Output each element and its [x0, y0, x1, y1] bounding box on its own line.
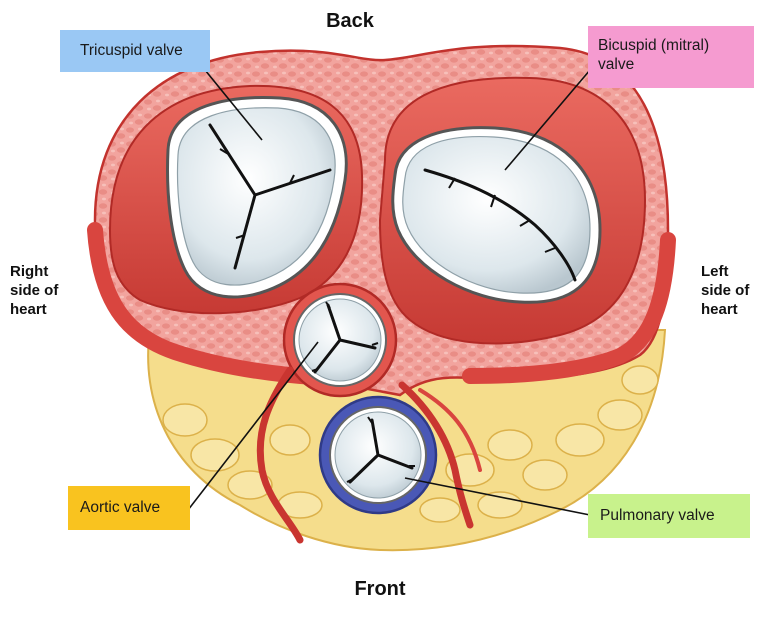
pulmonary-valve-label: Pulmonary valve — [588, 494, 750, 538]
pulmonary-valve-text: Pulmonary valve — [600, 507, 715, 524]
aortic-valve-text: Aortic valve — [80, 499, 161, 516]
right-side-line-3: heart — [10, 301, 47, 318]
right-side-of-heart-label: Right side of heart — [10, 262, 58, 319]
tricuspid-valve-text: Tricuspid valve — [80, 42, 183, 59]
aortic-valve-label: Aortic valve — [68, 486, 190, 530]
right-side-line-1: Right — [10, 263, 49, 280]
left-side-line-3: heart — [701, 301, 738, 318]
leader-lines — [187, 69, 591, 516]
pulmonary-valve — [318, 395, 438, 515]
pulmonary-leader — [404, 477, 591, 516]
left-side-of-heart-label: Left side of heart — [701, 262, 749, 319]
tricuspid-valve — [166, 96, 348, 299]
tricuspid-valve-label: Tricuspid valve — [60, 30, 210, 72]
tricuspid-leader — [204, 69, 263, 141]
bicuspid-valve — [391, 126, 602, 304]
bicuspid-valve-label: Bicuspid (mitral) valve — [588, 26, 754, 88]
bicuspid-valve-text-line-2: valve — [598, 56, 635, 73]
back-label: Back — [326, 10, 374, 32]
right-side-line-2: side of — [10, 282, 59, 299]
aortic-leader — [187, 341, 319, 511]
coronary-vessels — [256, 366, 482, 544]
aortic-valve — [282, 282, 398, 398]
bicuspid-leader — [504, 69, 591, 171]
front-label: Front — [354, 578, 406, 600]
left-side-line-1: Left — [701, 263, 729, 280]
left-side-line-2: side of — [701, 282, 750, 299]
bicuspid-valve-text-line-1: Bicuspid (mitral) — [598, 37, 710, 54]
